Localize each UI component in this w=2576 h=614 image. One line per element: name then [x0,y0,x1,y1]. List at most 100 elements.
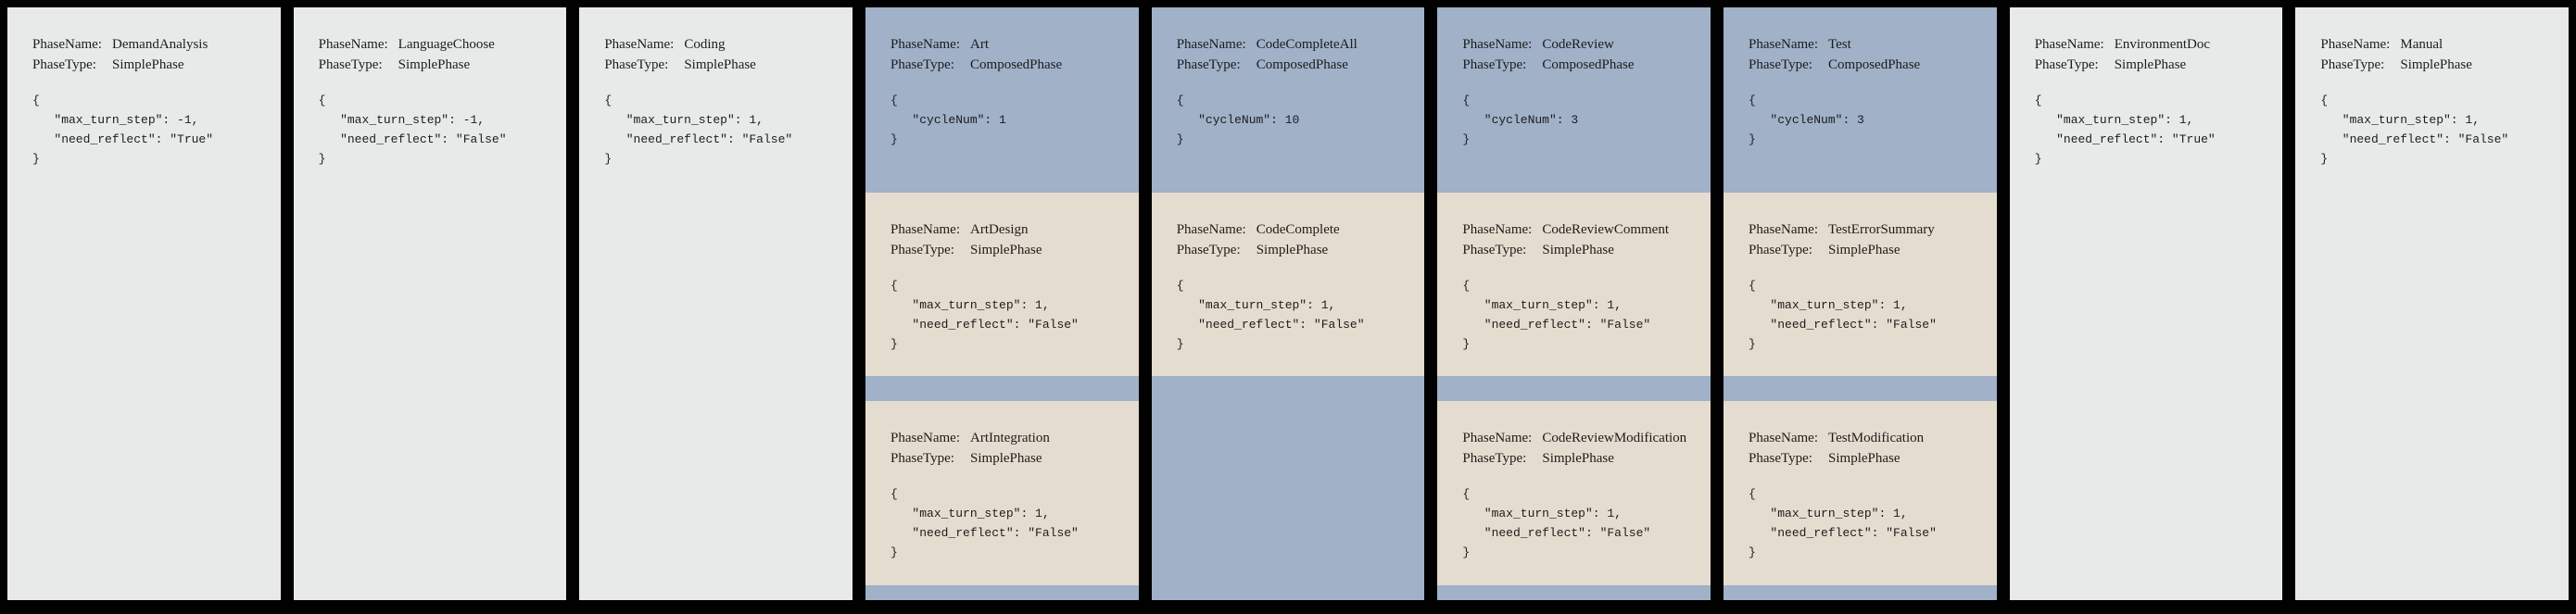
phase-name-value: CodeReviewModification [1542,431,1687,445]
phase-name-label: PhaseName: [32,37,102,52]
phase-name-label: PhaseName: [890,37,960,52]
phase-type-label: PhaseType: [1176,57,1241,72]
phase-name-label: PhaseName: [1749,37,1819,52]
phase-header: PhaseName: Manual PhaseType: SimplePhase {… [2295,7,2569,193]
phase-name-value: ArtDesign [970,222,1029,237]
phase-type-row: PhaseType:SimplePhase [1462,448,1701,469]
phase-type-label: PhaseType: [1749,451,1812,466]
subphase-gap [1437,376,1711,401]
subphase-card-testmodification: PhaseName:TestModification PhaseType: Sim… [1724,401,1997,585]
phase-header: PhaseName:LanguageChoose PhaseType:Simpl… [294,7,567,193]
phase-config-json: { "cycleNum": 3 } [1749,94,1864,146]
phase-config-json: { "max_turn_step": 1, "need_reflect": "F… [890,279,1079,351]
phase-type-row: PhaseType:SimplePhase [890,448,1130,469]
phase-card-codereview: PhaseName: CodeReview PhaseType: ComposedP… [1437,7,1711,600]
phase-name-value: LanguageChoose [398,37,495,52]
phase-type-value: SimplePhase [2114,57,2187,72]
phase-type-label: PhaseType: [2320,57,2385,72]
phase-config-json: { "cycleNum": 10 } [1176,94,1300,146]
phase-type-row: PhaseType:ComposedPhase [890,55,1130,75]
phase-type-value: SimplePhase [2400,57,2472,72]
phase-name-label: PhaseName: [1749,222,1819,237]
phase-type-row: PhaseType: ComposedPhase [1177,55,1416,75]
subphase-card-codereviewcomment: PhaseName:CodeReviewComment PhaseType:Si… [1437,193,1711,376]
composed-phase-header: PhaseName:Art PhaseType:ComposedPhase { … [865,7,1139,193]
phase-card-demandanalysis: PhaseName:DemandAnalysis PhaseType:Simpl… [7,7,281,600]
phase-name-row: PhaseName:CodeComplete [1177,219,1416,240]
phase-card-test: PhaseName:Test PhaseType:ComposedPhase {… [1724,7,1997,600]
phase-type-value: SimplePhase [1542,243,1614,257]
phase-name-row: PhaseName:ArtDesign [890,219,1130,240]
phase-name-label: PhaseName: [2320,37,2391,52]
phase-config-json: { "max_turn_step": 1, "need_reflect": "F… [1462,487,1651,559]
phase-type-row: PhaseType: SimplePhase [2035,55,2274,75]
phase-config-json: { "max_turn_step": -1, "need_reflect": "… [318,94,507,166]
phase-type-value: SimplePhase [1828,451,1900,466]
subphase-card-artdesign: PhaseName:ArtDesign PhaseType: SimplePhas… [865,193,1139,376]
phase-card-coding: PhaseName:Coding PhaseType:SimplePhase {… [579,7,853,600]
phase-header: PhaseName:DemandAnalysis PhaseType:Simpl… [7,7,281,193]
phase-header: PhaseName:Coding PhaseType:SimplePhase {… [579,7,852,193]
subphase-card-testerrorsummary: PhaseName: TestErrorSummary PhaseType:Sim… [1724,193,1997,376]
phase-name-value: TestModification [1828,431,1925,445]
phase-name-row: PhaseName: CodeReview [1462,34,1701,55]
phase-name-row: PhaseName: ArtIntegration [890,428,1130,448]
composed-phase-header: PhaseName: CodeReview PhaseType: ComposedP… [1437,7,1711,193]
phase-name-row: PhaseName: LanguageChoose [319,34,558,55]
phase-type-label: PhaseType: [318,57,383,72]
phase-type-value: SimplePhase [684,57,756,72]
phase-type-row: PhaseType: SimplePhase [604,55,843,75]
subphase-gap [865,376,1139,401]
phase-name-value: Art [970,37,990,52]
phase-name-row: PhaseName: CodeReviewModification [1462,428,1701,448]
phase-config-json: { "max_turn_step": 1, "need_reflect": "F… [1749,279,1937,351]
phase-name-row: PhaseName:TestModification [1749,428,1988,448]
phase-config-json: { "max_turn_step": 1, "need_reflect": "F… [1749,487,1937,559]
phase-type-row: PhaseType: ComposedPhase [1462,55,1701,75]
phase-name-value: ArtIntegration [970,431,1050,445]
phase-name-label: PhaseName: [318,37,388,52]
phase-name-label: PhaseName: [1176,222,1246,237]
subphase-gap [1724,376,1997,401]
phase-name-value: CodeReview [1542,37,1614,52]
phase-name-value: TestErrorSummary [1828,222,1935,237]
phase-type-value: SimplePhase [970,451,1042,466]
phase-name-row: PhaseName:CodeReviewComment [1462,219,1701,240]
phase-type-label: PhaseType: [1749,57,1812,72]
phase-type-row: PhaseType:SimplePhase [1462,240,1701,260]
phase-name-row: PhaseName: TestErrorSummary [1749,219,1988,240]
phase-config-json: { "max_turn_step": 1, "need_reflect": "T… [2034,94,2216,166]
phase-name-value: Manual [2400,37,2443,52]
phase-config-json: { "max_turn_step": 1, "need_reflect": "F… [2320,94,2509,166]
phase-name-row: PhaseName: Manual [2320,34,2559,55]
phase-type-value: ComposedPhase [1828,57,1921,72]
phase-type-row: PhaseType:SimplePhase [1749,240,1988,260]
phase-config-json: { "max_turn_step": -1, "need_reflect": "… [32,94,214,166]
phase-type-label: PhaseType: [1462,57,1527,72]
phase-type-row: PhaseType: SimplePhase [2320,55,2559,75]
phase-name-label: PhaseName: [1462,222,1533,237]
phase-name-label: PhaseName: [604,37,675,52]
phase-type-label: PhaseType: [890,243,954,257]
phase-type-row: PhaseType: SimplePhase [32,55,271,75]
phase-type-label: PhaseType: [2034,57,2099,72]
phase-type-row: PhaseType:SimplePhase [1177,240,1416,260]
phase-type-label: PhaseType: [604,57,669,72]
phase-name-row: PhaseName: Art [890,34,1130,55]
phase-type-label: PhaseType: [32,57,96,72]
phase-name-label: PhaseName: [1462,37,1533,52]
phase-card-environmentdoc: PhaseName:EnvironmentDoc PhaseType: Simpl… [2009,7,2283,600]
phase-name-label: PhaseName: [1462,431,1533,445]
phase-type-row: PhaseType: SimplePhase [1749,448,1988,469]
phase-config-json: { "cycleNum": 3 } [1462,94,1579,146]
phase-type-value: SimplePhase [970,243,1042,257]
phase-name-row: PhaseName:EnvironmentDoc [2035,34,2274,55]
phase-type-value: SimplePhase [112,57,184,72]
phase-type-value: ComposedPhase [1256,57,1348,72]
phase-name-label: PhaseName: [1176,37,1246,52]
phase-name-label: PhaseName: [890,431,960,445]
phase-name-value: EnvironmentDoc [2114,37,2211,52]
phase-type-value: ComposedPhase [1542,57,1635,72]
phase-type-label: PhaseType: [890,57,954,72]
